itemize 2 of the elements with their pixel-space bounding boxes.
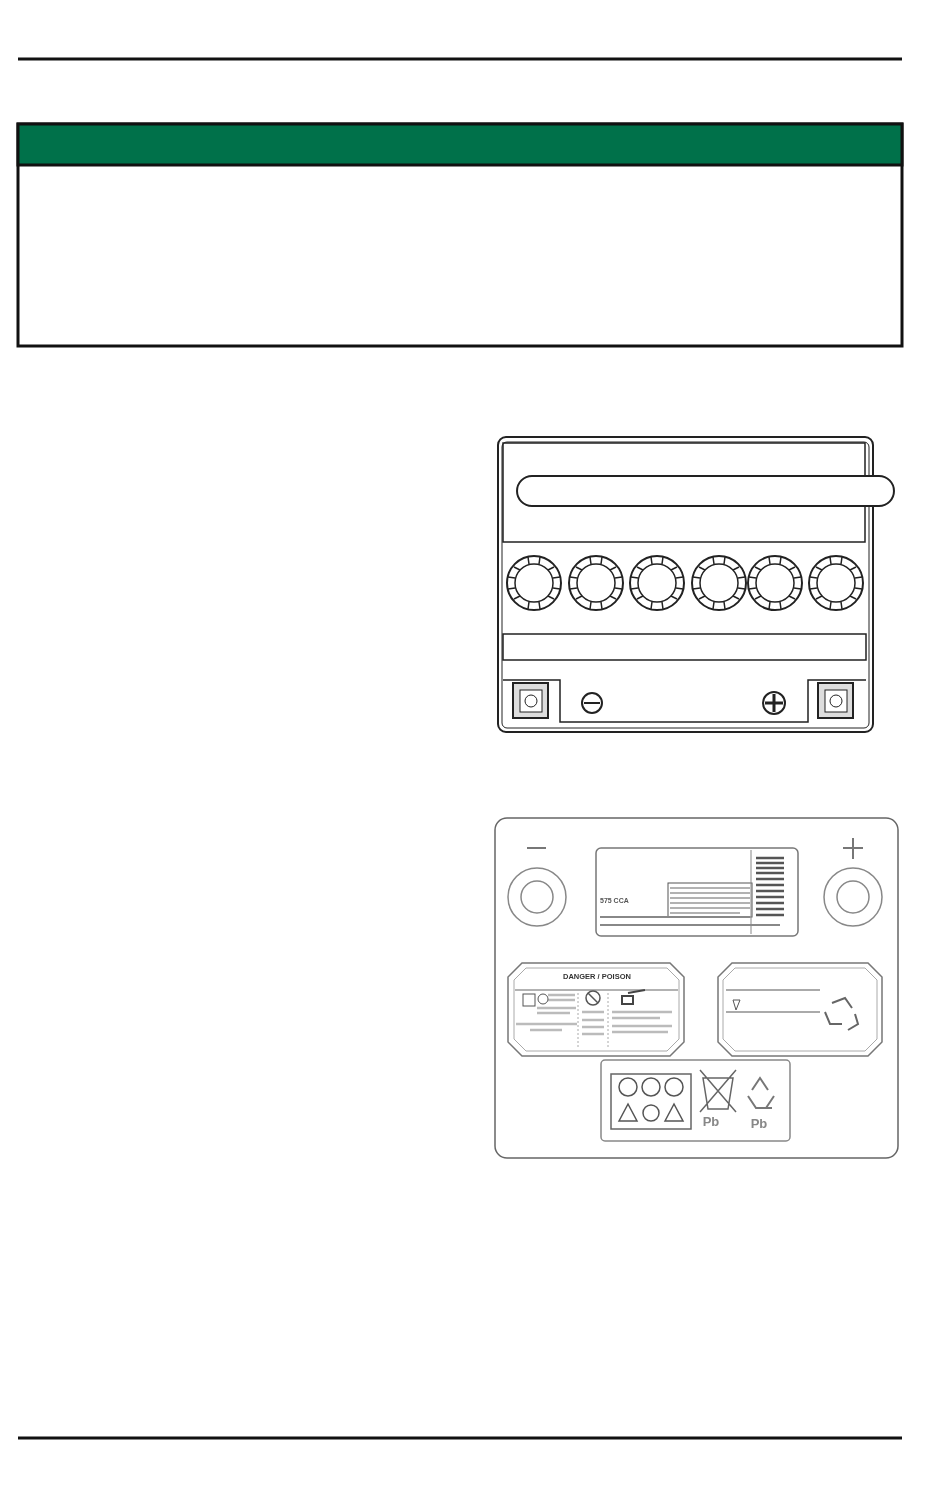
symbol-text: Pb [701,1115,721,1129]
symbol-text: Pb [749,1117,769,1131]
